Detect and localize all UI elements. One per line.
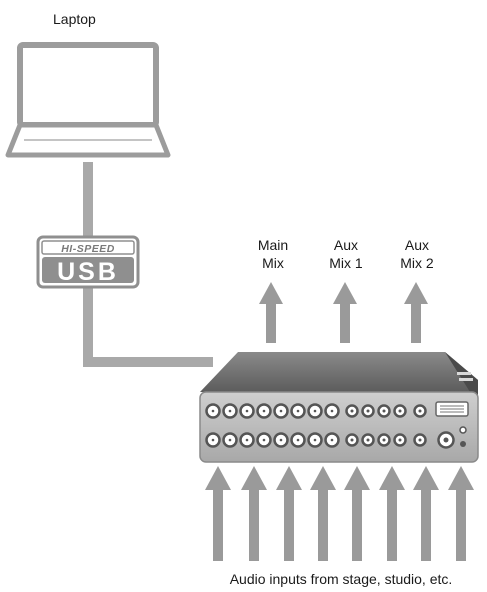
- input-arrow-3: [276, 466, 302, 561]
- power-button-icon: [459, 426, 467, 447]
- input-arrow-7: [413, 466, 439, 561]
- main-mix-label: Main Mix: [258, 236, 288, 272]
- aux-mix-1-label: Aux Mix 1: [329, 236, 362, 272]
- headphone-jack-icon: [437, 431, 455, 449]
- xlr-pin-dots: [211, 409, 334, 442]
- aux-mix-1-label-line1: Aux: [333, 237, 359, 253]
- jack-center-dots: [350, 409, 422, 442]
- usb-logo-main-text: USB: [57, 258, 119, 286]
- usb-logo-top-text: HI-SPEED: [61, 243, 115, 255]
- audio-inputs-caption: Audio inputs from stage, studio, etc.: [229, 571, 453, 587]
- laptop-label: Laptop: [53, 11, 96, 27]
- main-mix-label-line1: Main: [257, 237, 289, 253]
- main-mix-arrow: [259, 282, 283, 343]
- input-arrow-1: [205, 466, 231, 561]
- laptop-icon: [5, 42, 171, 158]
- device-display-panel: [435, 401, 469, 417]
- input-arrows: [205, 466, 474, 561]
- input-arrow-2: [241, 466, 267, 561]
- aux-mix-2-label: Aux Mix 2: [400, 236, 433, 272]
- aux-mix-2-arrow: [404, 282, 428, 343]
- usb-logo: HI-SPEED USB: [36, 235, 140, 289]
- xlr-inputs-row-2: [205, 432, 340, 448]
- input-arrow-8: [448, 466, 474, 561]
- aux-mix-2-label-line2: Mix 2: [400, 255, 434, 271]
- main-mix-label-line2: Mix: [262, 255, 284, 271]
- aux-mix-1-arrow: [333, 282, 357, 343]
- input-arrow-4: [310, 466, 336, 561]
- aux-mix-2-label-line1: Aux: [404, 237, 430, 253]
- aux-mix-1-label-line2: Mix 1: [329, 255, 363, 271]
- audio-interface-device: [199, 352, 479, 463]
- output-arrows: [259, 282, 428, 343]
- input-arrow-6: [379, 466, 405, 561]
- input-arrow-5: [344, 466, 370, 561]
